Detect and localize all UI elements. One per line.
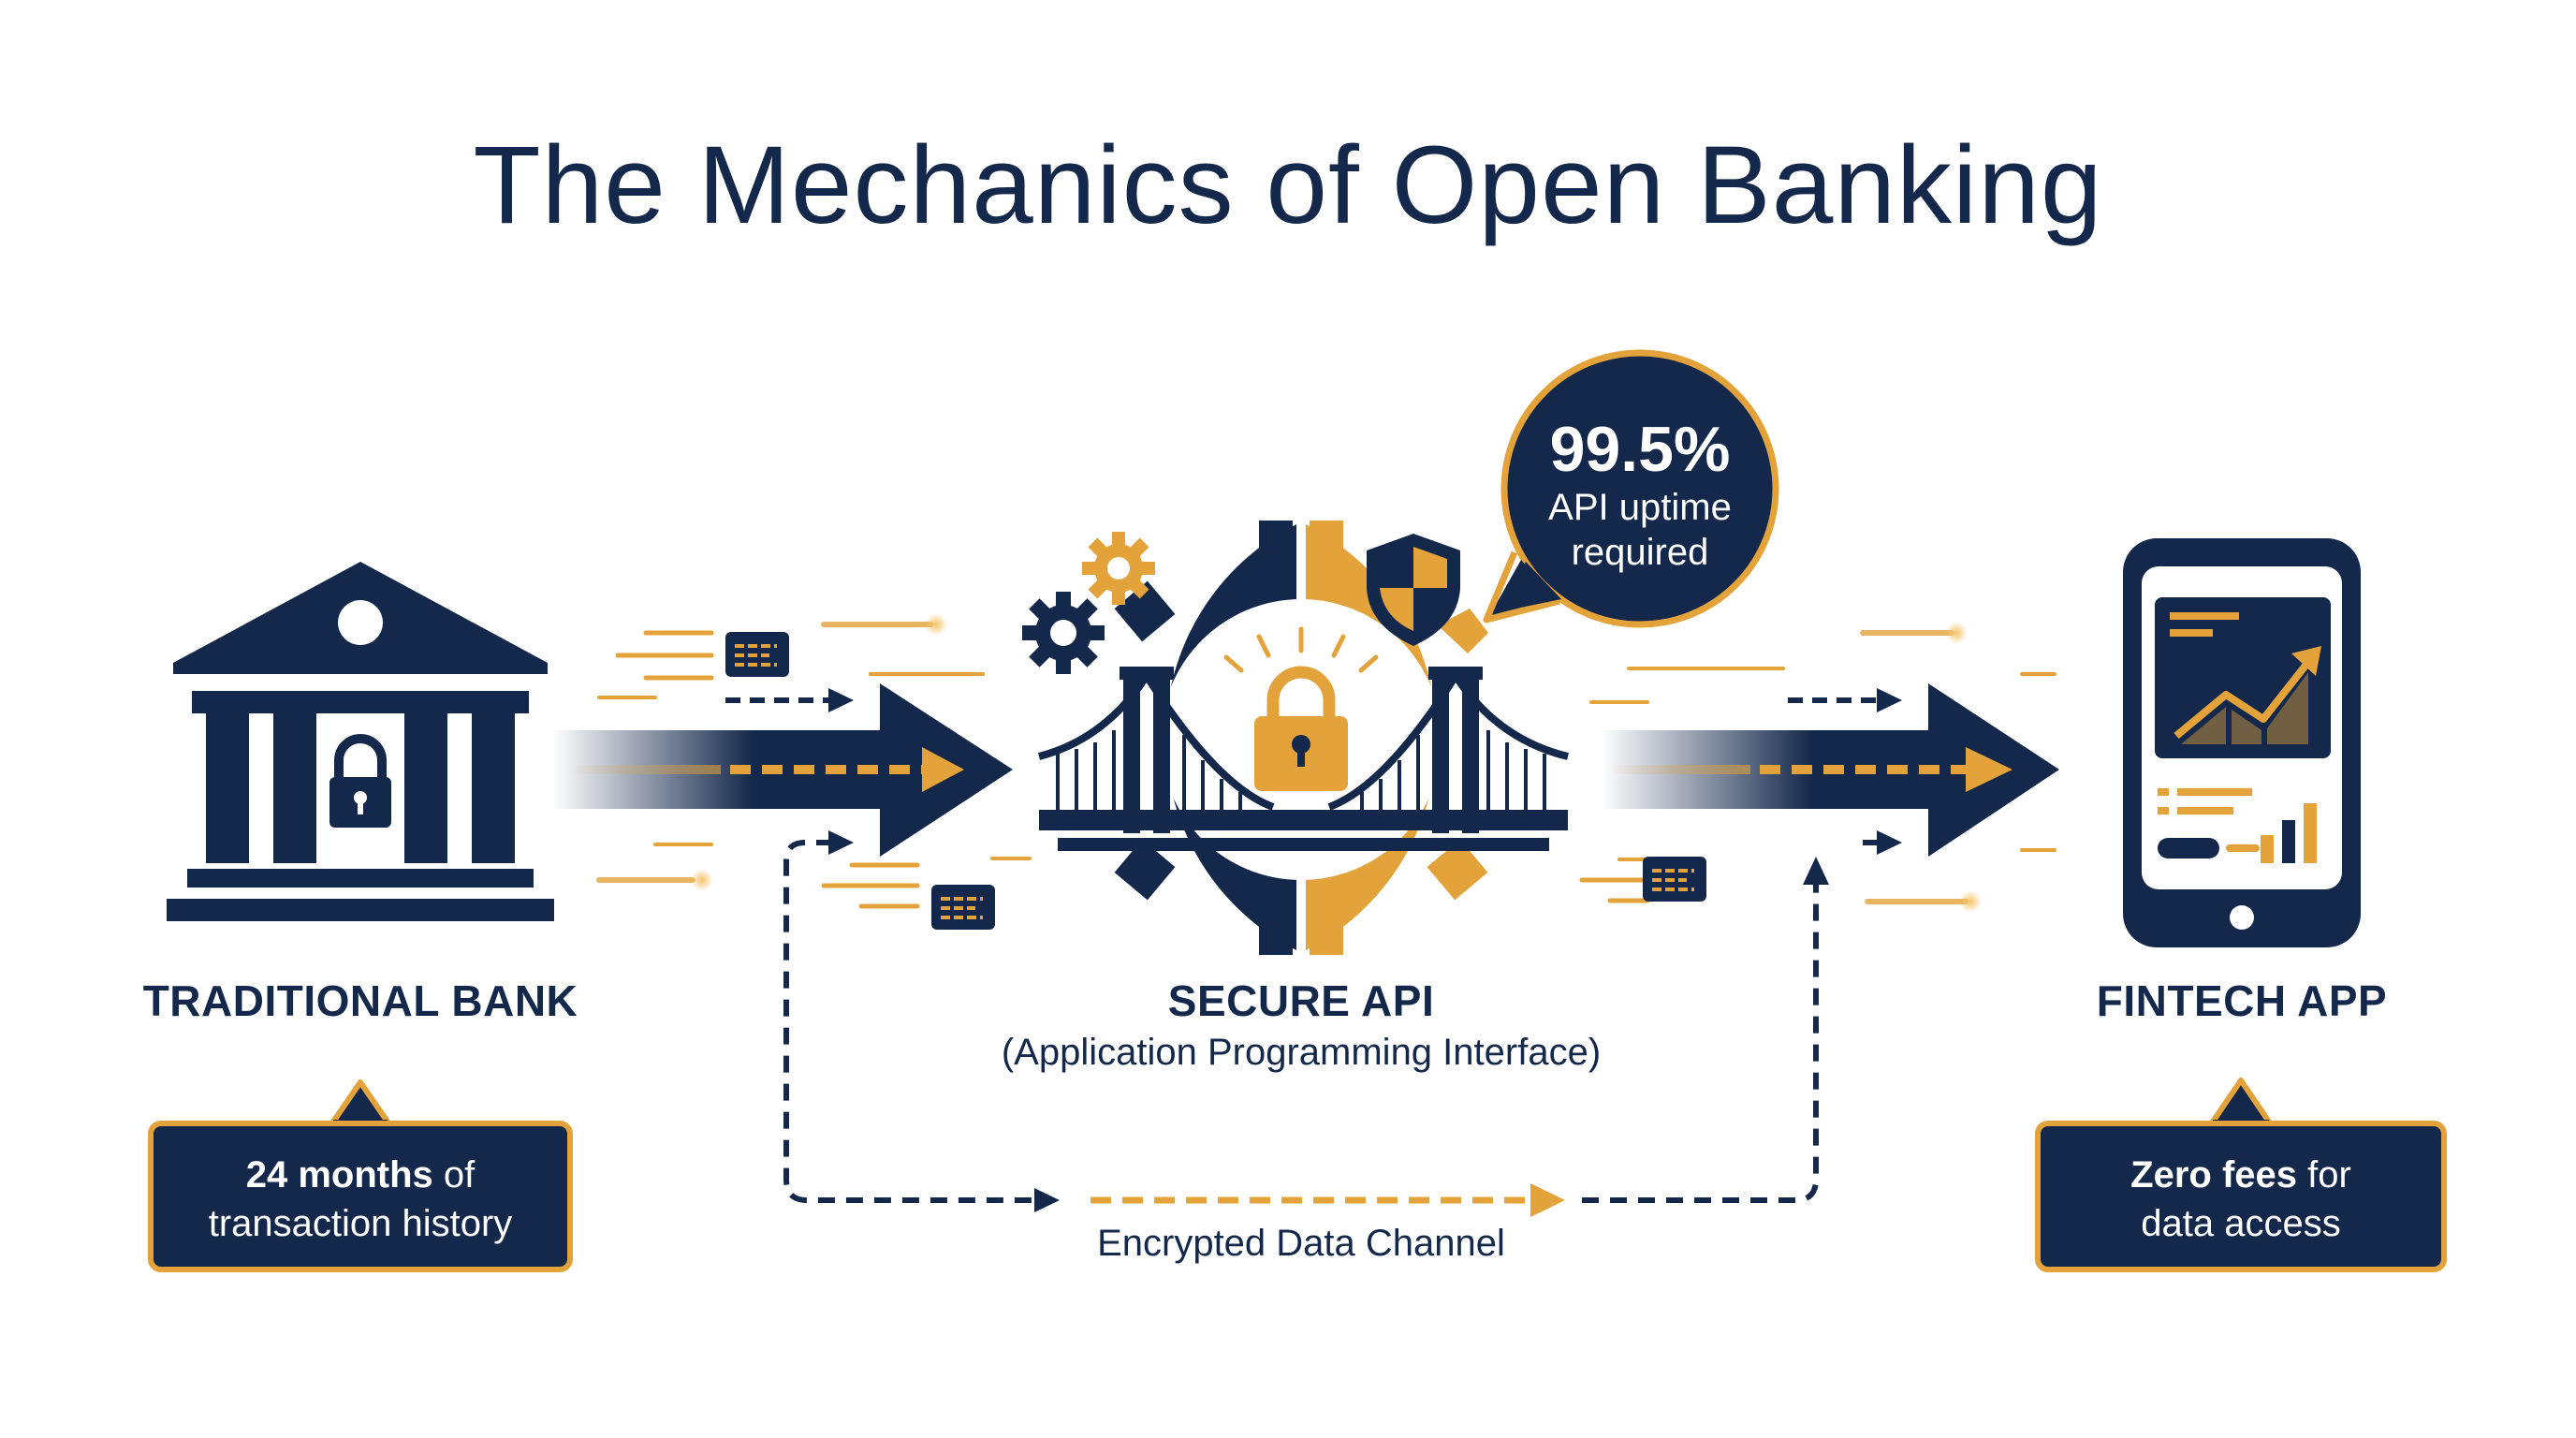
- page-title: The Mechanics of Open Banking: [473, 124, 2103, 247]
- api-label: SECURE API: [1167, 976, 1435, 1025]
- gear-icon: [1082, 532, 1155, 605]
- smartphone-chart-icon: [2123, 538, 2361, 947]
- small-dashed-arrow: [1863, 830, 1902, 855]
- uptime-line1: API uptime: [1548, 487, 1732, 528]
- shield-icon: [1367, 534, 1460, 646]
- small-dashed-arrow: [1788, 688, 1902, 712]
- uptime-value: 99.5%: [1549, 414, 1731, 485]
- bank-callout-text: of: [432, 1154, 476, 1196]
- data-packet-icon: [931, 885, 995, 930]
- encrypted-channel-path: [783, 830, 1829, 1217]
- app-callout-text: for: [2297, 1154, 2351, 1196]
- uptime-line2: required: [1571, 532, 1709, 573]
- bank-label: TRADITIONAL BANK: [142, 976, 578, 1025]
- app-callout-line2: data access: [2141, 1203, 2341, 1244]
- gear-icon: [1022, 592, 1105, 674]
- bank-callout-line2: transaction history: [208, 1203, 513, 1244]
- data-flow-arrow-right: [1601, 683, 2059, 857]
- bank-callout-highlight: 24 months: [245, 1154, 433, 1196]
- bank-building-lock-icon: [167, 562, 554, 921]
- uptime-bubble: [1483, 349, 1779, 628]
- data-packet-icon: [725, 632, 789, 677]
- api-sublabel: (Application Programming Interface): [1001, 1032, 1602, 1073]
- uptime-text: 99.5% API uptime required: [1507, 414, 1773, 575]
- channel-label: Encrypted Data Channel: [1097, 1223, 1505, 1264]
- app-callout: Zero fees for data access: [2035, 1121, 2447, 1272]
- bank-callout: 24 months of transaction history: [148, 1121, 573, 1272]
- speed-lines-left: [596, 613, 1032, 909]
- data-flow-arrow-left: [552, 683, 1013, 857]
- app-label: FINTECH APP: [2096, 976, 2388, 1025]
- data-packet-icon: [1643, 857, 1706, 902]
- app-callout-highlight: Zero fees: [2130, 1154, 2298, 1196]
- small-dashed-arrow: [725, 688, 854, 712]
- speed-lines-right: [1579, 622, 2056, 913]
- gear-bridge-lock-icon: [1038, 521, 1569, 955]
